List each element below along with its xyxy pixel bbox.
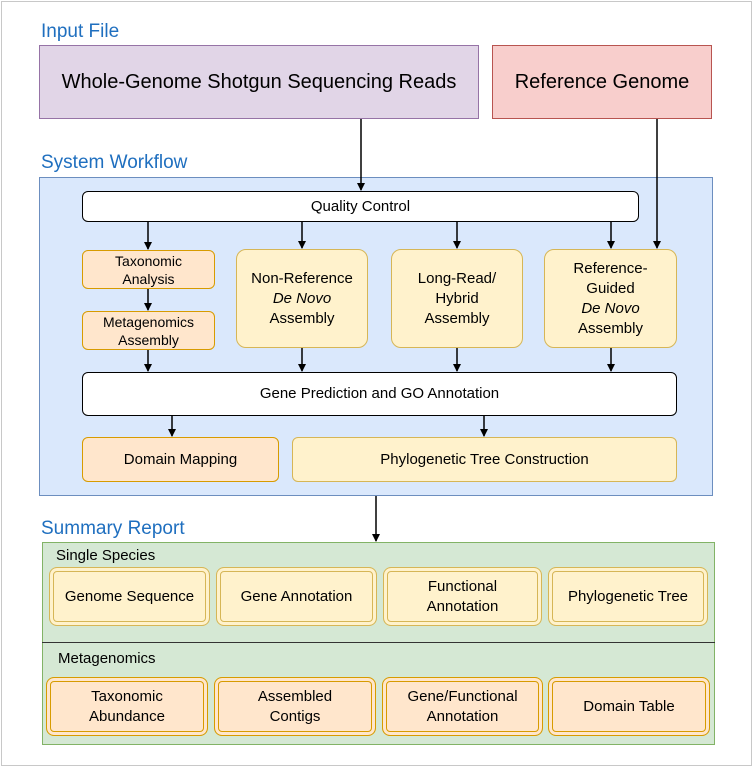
- non-reference-line2: De Novo: [272, 289, 332, 307]
- domain-mapping-box: Domain Mapping: [82, 437, 279, 482]
- meta-item-assembled-contigs: Assembled Contigs: [214, 677, 376, 736]
- reference-guided-assembly-box: Reference- Guided De Novo Assembly: [544, 249, 677, 348]
- metagenomics-assembly-label: Metagenomics Assembly: [102, 313, 195, 348]
- single-item-functional-annotation: Functional Annotation: [383, 567, 542, 626]
- summary-divider: [42, 642, 715, 643]
- reference-genome-box: Reference Genome: [492, 45, 712, 119]
- non-reference-line3: Assembly: [269, 309, 335, 327]
- long-read-assembly-box: Long-Read/ Hybrid Assembly: [391, 249, 523, 348]
- wgs-reads-box: Whole-Genome Shotgun Sequencing Reads: [39, 45, 479, 119]
- meta-item-label: Assembled Contigs: [257, 687, 333, 725]
- single-item-gene-annotation: Gene Annotation: [216, 567, 377, 626]
- quality-control-label: Quality Control: [310, 197, 411, 215]
- taxonomic-analysis-box: Taxonomic Analysis: [82, 250, 215, 289]
- domain-mapping-label: Domain Mapping: [123, 450, 238, 468]
- taxonomic-analysis-label: Taxonomic Analysis: [115, 252, 182, 287]
- meta-item-label: Domain Table: [583, 697, 675, 715]
- meta-item-domain-table: Domain Table: [548, 677, 710, 736]
- summary-report-title: Summary Report: [41, 518, 185, 539]
- metagenomics-title: Metagenomics: [58, 650, 156, 667]
- system-workflow-title: System Workflow: [41, 152, 188, 173]
- reference-guided-line3: De Novo: [581, 299, 640, 317]
- single-item-label: Genome Sequence: [64, 587, 195, 605]
- gene-prediction-box: Gene Prediction and GO Annotation: [82, 372, 677, 416]
- meta-item-gene-functional-annotation: Gene/Functional Annotation: [382, 677, 543, 736]
- long-read-line2: Hybrid: [435, 289, 479, 307]
- long-read-line3: Assembly: [424, 309, 490, 327]
- phylogenetic-construction-box: Phylogenetic Tree Construction: [292, 437, 677, 482]
- wgs-reads-label: Whole-Genome Shotgun Sequencing Reads: [61, 71, 457, 93]
- single-item-label: Gene Annotation: [240, 587, 353, 605]
- single-item-label: Functional Annotation: [426, 577, 499, 615]
- meta-item-label: Taxonomic Abundance: [89, 687, 165, 725]
- non-reference-line1: Non-Reference: [251, 269, 353, 287]
- reference-guided-line4: Assembly: [577, 319, 643, 337]
- phylogenetic-construction-label: Phylogenetic Tree Construction: [380, 450, 589, 468]
- quality-control-box: Quality Control: [82, 191, 639, 222]
- reference-guided-line2: Guided: [586, 279, 635, 297]
- metagenomics-assembly-box: Metagenomics Assembly: [82, 311, 215, 350]
- reference-guided-line1: Reference-: [573, 259, 648, 277]
- reference-genome-label: Reference Genome: [514, 71, 690, 93]
- input-file-title: Input File: [41, 21, 120, 42]
- single-species-title: Single Species: [56, 547, 156, 564]
- meta-item-taxonomic-abundance: Taxonomic Abundance: [46, 677, 208, 736]
- meta-item-label: Gene/Functional Annotation: [407, 687, 518, 725]
- non-reference-assembly-box: Non-Reference De Novo Assembly: [236, 249, 368, 348]
- single-item-label: Phylogenetic Tree: [567, 587, 689, 605]
- single-item-phylogenetic-tree: Phylogenetic Tree: [548, 567, 708, 626]
- single-item-genome-sequence: Genome Sequence: [49, 567, 210, 626]
- gene-prediction-label: Gene Prediction and GO Annotation: [259, 385, 500, 402]
- long-read-line1: Long-Read/: [417, 269, 497, 287]
